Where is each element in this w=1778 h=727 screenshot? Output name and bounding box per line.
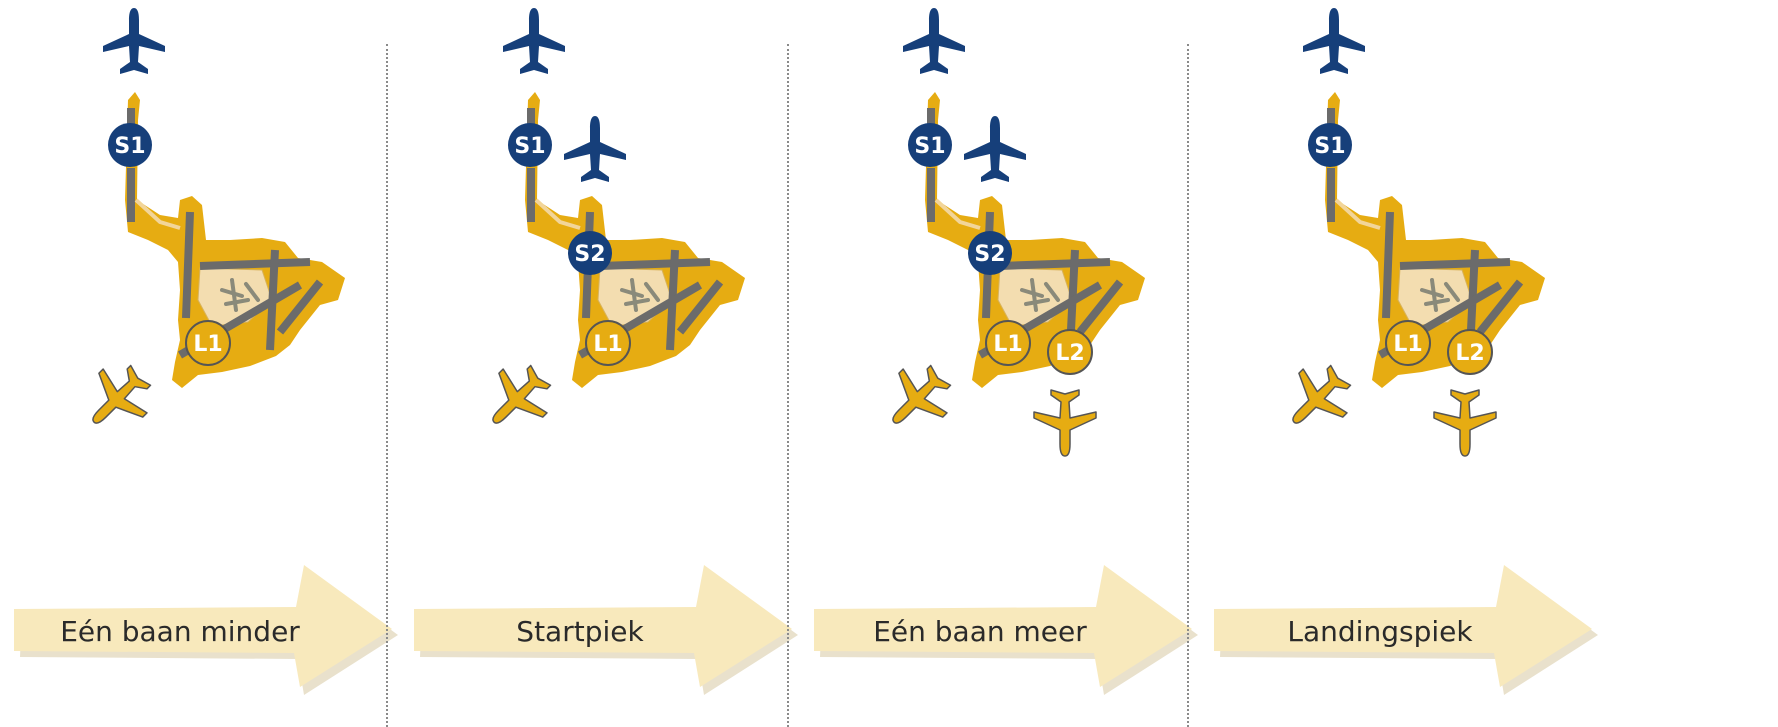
scenario-label: Startpiek — [516, 615, 644, 648]
runway-badge-label: L1 — [193, 332, 222, 357]
runway-badge-label: S1 — [1314, 134, 1345, 159]
runway-badge-label: L1 — [593, 332, 622, 357]
airport-map — [925, 92, 1145, 388]
runway-badge: L2 — [1447, 329, 1493, 375]
runway-badge: S1 — [108, 123, 152, 167]
airport-map — [125, 92, 345, 388]
arriving-plane-icon — [1033, 389, 1097, 457]
runway-badge-label: S2 — [574, 242, 605, 267]
runway-badge-label: L2 — [1055, 341, 1084, 366]
runway-badge: L1 — [585, 320, 631, 366]
runway-badge-label: S2 — [974, 242, 1005, 267]
runway-badge: S2 — [568, 231, 612, 275]
scenario-arrow — [14, 565, 398, 695]
runway-badge: S1 — [508, 123, 552, 167]
runway-badge-label: L2 — [1455, 341, 1484, 366]
scenario-label: Eén baan meer — [873, 615, 1087, 648]
scenario-arrow — [814, 565, 1198, 695]
departing-plane-icon — [1303, 8, 1365, 74]
arriving-plane-icon — [92, 364, 152, 424]
scenario-label: Eén baan minder — [60, 615, 300, 648]
arriving-plane-icon — [492, 364, 552, 424]
runway-badge-label: S1 — [914, 134, 945, 159]
panel-divider — [386, 44, 388, 727]
scenario-arrow — [1214, 565, 1598, 695]
runway-badge-label: L1 — [993, 332, 1022, 357]
arriving-plane-icon — [1433, 389, 1497, 457]
panel-divider — [1187, 44, 1189, 727]
departing-plane-icon — [964, 116, 1026, 182]
departing-plane-icon — [103, 8, 165, 74]
runway-badge-label: S1 — [514, 134, 545, 159]
arriving-plane-icon — [1292, 364, 1352, 424]
departing-plane-icon — [903, 8, 965, 74]
runway-badge: S1 — [908, 123, 952, 167]
scenario-arrow — [414, 565, 798, 695]
panel-divider — [787, 44, 789, 727]
airport-map — [1325, 92, 1545, 388]
departing-plane-icon — [564, 116, 626, 182]
runway-badge-label: L1 — [1393, 332, 1422, 357]
runway-badge: L1 — [185, 320, 231, 366]
scenario-label: Landingspiek — [1287, 615, 1473, 648]
airport-map — [525, 92, 745, 388]
runway-badge: L1 — [985, 320, 1031, 366]
runway-badge-label: S1 — [114, 134, 145, 159]
runway-badge: S1 — [1308, 123, 1352, 167]
departing-plane-icon — [503, 8, 565, 74]
runway-badge: L2 — [1047, 329, 1093, 375]
arriving-plane-icon — [892, 364, 952, 424]
runway-badge: L1 — [1385, 320, 1431, 366]
runway-badge: S2 — [968, 231, 1012, 275]
